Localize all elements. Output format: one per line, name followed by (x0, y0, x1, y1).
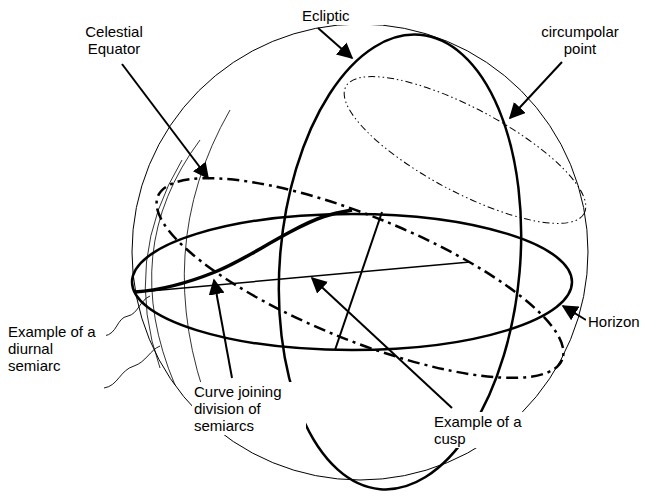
horizon (132, 214, 572, 350)
semiarc-line (152, 140, 200, 385)
leader-arrow (312, 278, 452, 408)
callout-label: Ecliptic (300, 6, 384, 25)
semiarc-bracket (104, 346, 160, 388)
callout-label: circumpolar point (528, 22, 632, 58)
circumpolar-circle (326, 50, 604, 251)
cusp-line (335, 212, 382, 350)
leader-arrow (214, 280, 232, 378)
callout-label: Celestial Equator (70, 22, 158, 58)
semiarc-bracket (104, 296, 150, 336)
division-curve (135, 210, 352, 292)
leader-arrow (122, 64, 208, 178)
sphere-outline (132, 24, 588, 480)
leader-arrow (563, 306, 586, 320)
leader-arrow (318, 28, 352, 58)
semiarc-line (145, 160, 182, 368)
callout-label: Horizon (586, 312, 654, 331)
callout-label: Example of a diurnal semiarc (6, 322, 106, 375)
leader-arrow (510, 62, 562, 118)
callout-label: Curve joining division of semiarcs (192, 382, 306, 435)
callout-label: Example of a cusp (432, 412, 532, 448)
